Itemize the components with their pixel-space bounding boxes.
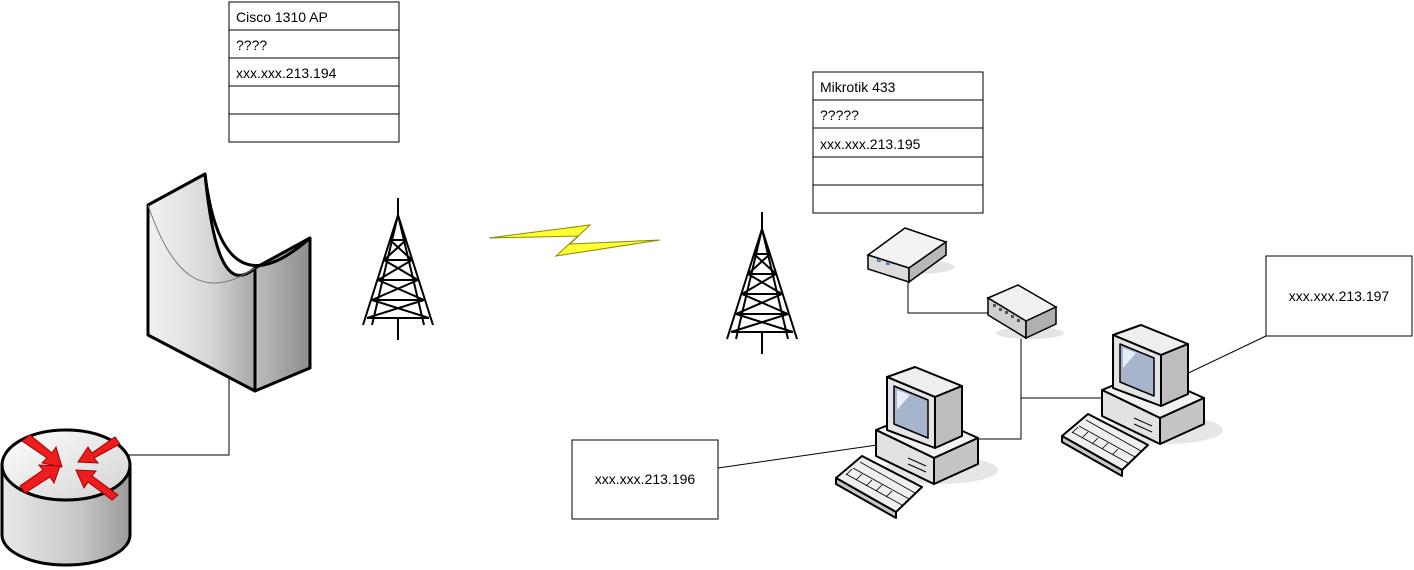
pc-right-label-box: xxx.xxx.213.197: [1265, 255, 1413, 337]
mikrotik-info-table: Mikrotik 433 ????? xxx.xxx.213.195: [812, 71, 984, 214]
ap-row-ip: xxx.xxx.213.194: [236, 65, 337, 81]
parabolic-antenna-icon: [146, 172, 312, 393]
ap-row-unknown: ????: [236, 37, 267, 53]
ap-row-model: Cisco 1310 AP: [236, 9, 328, 25]
pc-right-ip-label: xxx.xxx.213.197: [1289, 288, 1390, 304]
radio-tower-icon: [362, 198, 434, 340]
mikrotik-row-model: Mikrotik 433: [820, 79, 896, 95]
desktop-pc-icon: [835, 366, 998, 519]
ap-info-table: Cisco 1310 AP ???? xxx.xxx.213.194: [228, 1, 400, 143]
mikrotik-row-unknown: ?????: [820, 107, 859, 123]
lightning-icon: [488, 224, 661, 257]
mikrotik-row-ip: xxx.xxx.213.195: [820, 136, 921, 152]
network-device-icon: [866, 227, 955, 284]
pc-left-ip-label: xxx.xxx.213.196: [595, 471, 696, 487]
desktop-pc-icon: [1061, 324, 1223, 477]
radio-tower-icon: [726, 212, 798, 354]
switch-hub-icon: [986, 284, 1064, 340]
router-icon: [0, 428, 132, 567]
pc-left-label-box: xxx.xxx.213.196: [571, 439, 719, 520]
